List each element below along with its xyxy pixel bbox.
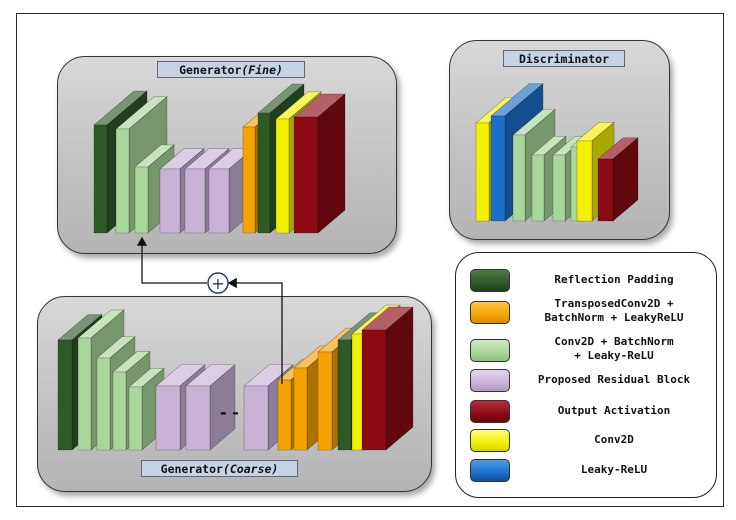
legend-swatch — [470, 301, 510, 324]
generator-fine-title-sub: (Fine) — [241, 63, 283, 77]
transposed_conv-block-front — [293, 367, 308, 451]
legend-label: Conv2D — [516, 433, 712, 447]
sum-node-label: + — [211, 274, 224, 293]
reflection_padding-block-front — [337, 339, 352, 451]
legend-label: Leaky-ReLU — [516, 463, 712, 477]
legend-line: Reflection Padding — [554, 273, 674, 286]
legend-item-residual-block: Proposed Residual Block — [456, 367, 718, 395]
sum-node-icon — [207, 272, 229, 294]
legend-swatch — [470, 429, 510, 452]
discriminator-title: Discriminator — [503, 50, 625, 67]
legend-label: TransposedConv2D +BatchNorm + LeakyReLU — [516, 297, 712, 325]
legend-swatch — [470, 269, 510, 292]
legend-line: + Leaky-ReLU — [574, 349, 654, 362]
conv2d-block-front — [576, 140, 593, 222]
legend-item-conv2d: Conv2D — [456, 427, 718, 455]
legend-swatch — [470, 459, 510, 482]
residual_block-block-front — [243, 385, 269, 451]
legend-swatch — [470, 369, 510, 392]
conv_batchnorm-block-front — [112, 371, 127, 451]
generator-fine-title: Generator(Fine) — [157, 61, 305, 78]
output_activation-block-front — [597, 158, 614, 222]
legend-item-reflection-padding: Reflection Padding — [456, 267, 718, 295]
output_activation-block-front — [361, 329, 387, 451]
residual_block-block-front — [159, 168, 181, 234]
conv_batchnorm-block-front — [115, 128, 130, 234]
legend-line: TransposedConv2D + — [554, 297, 674, 310]
reflection_padding-block-front — [57, 339, 73, 451]
conv_batchnorm-block-front — [531, 154, 545, 222]
legend-item-conv-batchnorm: Conv2D + BatchNorm+ Leaky-ReLU — [456, 335, 718, 363]
generator-fine-title-main: Generator — [179, 63, 242, 77]
conv2d-block-front — [275, 118, 290, 234]
output_activation-block-side — [317, 93, 346, 234]
conv_batchnorm-block-front — [134, 166, 149, 234]
transposed_conv-block-front — [242, 126, 256, 234]
legend-line: BatchNorm + LeakyReLU — [544, 311, 684, 324]
transposed_conv-block-front — [317, 351, 333, 451]
leaky_relu-block-front — [490, 115, 506, 222]
legend-swatch — [470, 339, 510, 362]
legend-label: Output Activation — [516, 404, 712, 418]
legend-label: Reflection Padding — [516, 273, 712, 287]
generator-coarse-title: Generator(Coarse) — [141, 460, 298, 477]
coarse-to-sum-arrow — [227, 277, 283, 384]
residual_block-block-front — [208, 168, 230, 234]
legend-line: Leaky-ReLU — [580, 463, 648, 476]
residual_block-block-front — [184, 168, 206, 234]
sum-to-fine-arrow — [136, 236, 207, 284]
legend-item-leaky-relu: Leaky-ReLU — [456, 457, 718, 485]
legend-swatch — [470, 400, 510, 423]
legend-label: Proposed Residual Block — [516, 373, 712, 387]
legend-line: Proposed Residual Block — [537, 373, 691, 386]
legend-line: Conv2D — [594, 433, 634, 446]
legend-label: Conv2D + BatchNorm+ Leaky-ReLU — [516, 335, 712, 363]
conv_batchnorm-block-front — [77, 337, 92, 451]
residual_block-block-front — [155, 385, 181, 451]
generator-coarse-title-main: Generator — [160, 462, 223, 476]
output_activation-block-side — [385, 306, 414, 451]
legend-item-transposed-conv: TransposedConv2D +BatchNorm + LeakyReLU — [456, 297, 718, 325]
generator-coarse-title-sub: (Coarse) — [222, 462, 279, 476]
legend-item-output-activation: Output Activation — [456, 398, 718, 426]
conv_batchnorm-block-front — [128, 386, 143, 451]
residual_block-block-front — [185, 385, 211, 451]
conv_batchnorm-block-front — [552, 154, 566, 222]
reflection_padding-block-front — [93, 124, 108, 234]
transposed_conv-block-front — [277, 379, 292, 451]
legend: Reflection Padding TransposedConv2D +Bat… — [455, 252, 717, 498]
output_activation-block-front — [293, 116, 319, 234]
ellipsis-gap: - - — [220, 403, 239, 422]
legend-line: Output Activation — [557, 404, 671, 417]
reflection_padding-block-front — [257, 112, 271, 234]
legend-line: Conv2D + BatchNorm — [554, 335, 674, 348]
conv2d-block-front — [475, 122, 490, 222]
discriminator-title-text: Discriminator — [518, 52, 609, 66]
conv_batchnorm-block-front — [512, 134, 526, 222]
conv_batchnorm-block-front — [96, 357, 111, 451]
